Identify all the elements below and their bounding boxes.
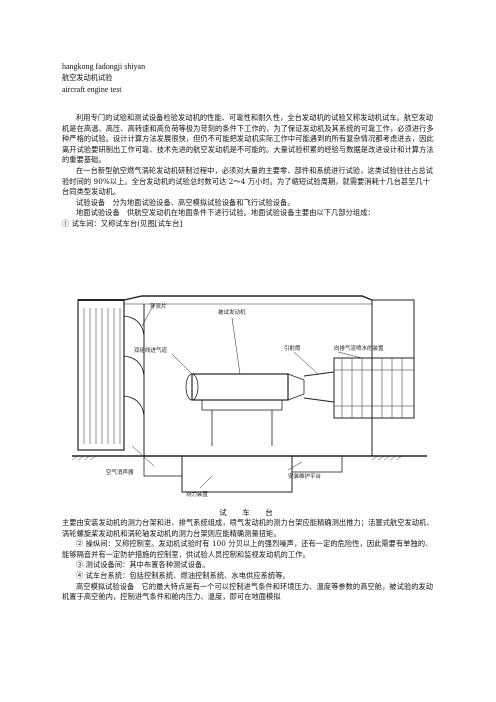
- measuring-pit: [181, 455, 293, 493]
- label-safety-platform: 安装维护平台: [288, 472, 322, 480]
- paragraph: 地面试验设备 供航空发动机在地面条件下进行试验。地面试验设备主要由以下几部分组成…: [76, 208, 375, 218]
- paragraph: ① 试车间：又称试车台(见图[试车台]: [62, 218, 183, 228]
- label-ejector: 引射筒: [284, 344, 301, 352]
- paragraph: 主要由安装发动机的测力台架和进、排气系统组成，喷气发动机的测力台架应能精确测出推…: [62, 518, 434, 538]
- label-exhaust-silencer: 向排气流喷水的装置: [334, 344, 384, 352]
- label-dual-intake: 双组线进气道: [134, 346, 168, 354]
- chinese-title: 航空发动机试验: [62, 73, 113, 82]
- paragraph: 在一台新型航空燃气涡轮发动机研制过程中，必须对大量的主要零、部件和系统进行试验，…: [62, 165, 434, 197]
- label-test-engine: 被试发动机: [218, 308, 246, 316]
- figure-caption: 试 车 台: [219, 508, 277, 517]
- english-title: aircraft engine test: [62, 85, 122, 94]
- paragraph: 试验设备 分为地面试验设备、高空模拟试验设备和飞行试验设备。: [76, 197, 295, 207]
- test-engine-body: [191, 373, 289, 401]
- label-measuring-device: 测力装置: [186, 490, 209, 498]
- intro-section: 利用专门的试验和测试设备检验发动机的性能、可靠性和耐久性，全台发动机的试验又称发…: [62, 113, 435, 230]
- paragraph: ④ 试车台系统：包括控制系统、燃油控制系统、水电供应系统等。: [76, 570, 290, 580]
- paragraph: 高空模拟试验设备 它的最大特点是有一个可以控制进气条件和环境压力、温度等参数的高…: [62, 581, 434, 602]
- intake-tower: [77, 299, 125, 451]
- test-stand-figure: 导流片 被试发动机 双组线进气道 引射筒 向排气流喷水的装置 空气消声器 测力装…: [71, 256, 427, 508]
- test-stand-drawing: 导流片 被试发动机 双组线进气道 引射筒 向排气流喷水的装置 空气消声器 测力装…: [71, 295, 427, 498]
- paragraph: ③ 测试设备间：其中布置各种测试设备。: [76, 560, 210, 570]
- label-guide-vanes: 导流片: [150, 302, 167, 310]
- paragraph: 利用专门的试验和测试设备检验发动机的性能、可靠性和耐久性，全台发动机的试验又称发…: [62, 113, 434, 165]
- after-figure-section: 主要由安装发动机的测力台架和进、排气系统组成，喷气发动机的测力台架应能精确测出推…: [62, 518, 435, 603]
- paragraph: ② 操纵间：又称控制室。发动机试验时有 100 分贝以上的强烈噪声，还有一定的危…: [62, 539, 433, 559]
- pinyin-heading: hangkong fadongji shiyan: [62, 62, 146, 71]
- label-air-silencer: 空气消声器: [106, 468, 134, 476]
